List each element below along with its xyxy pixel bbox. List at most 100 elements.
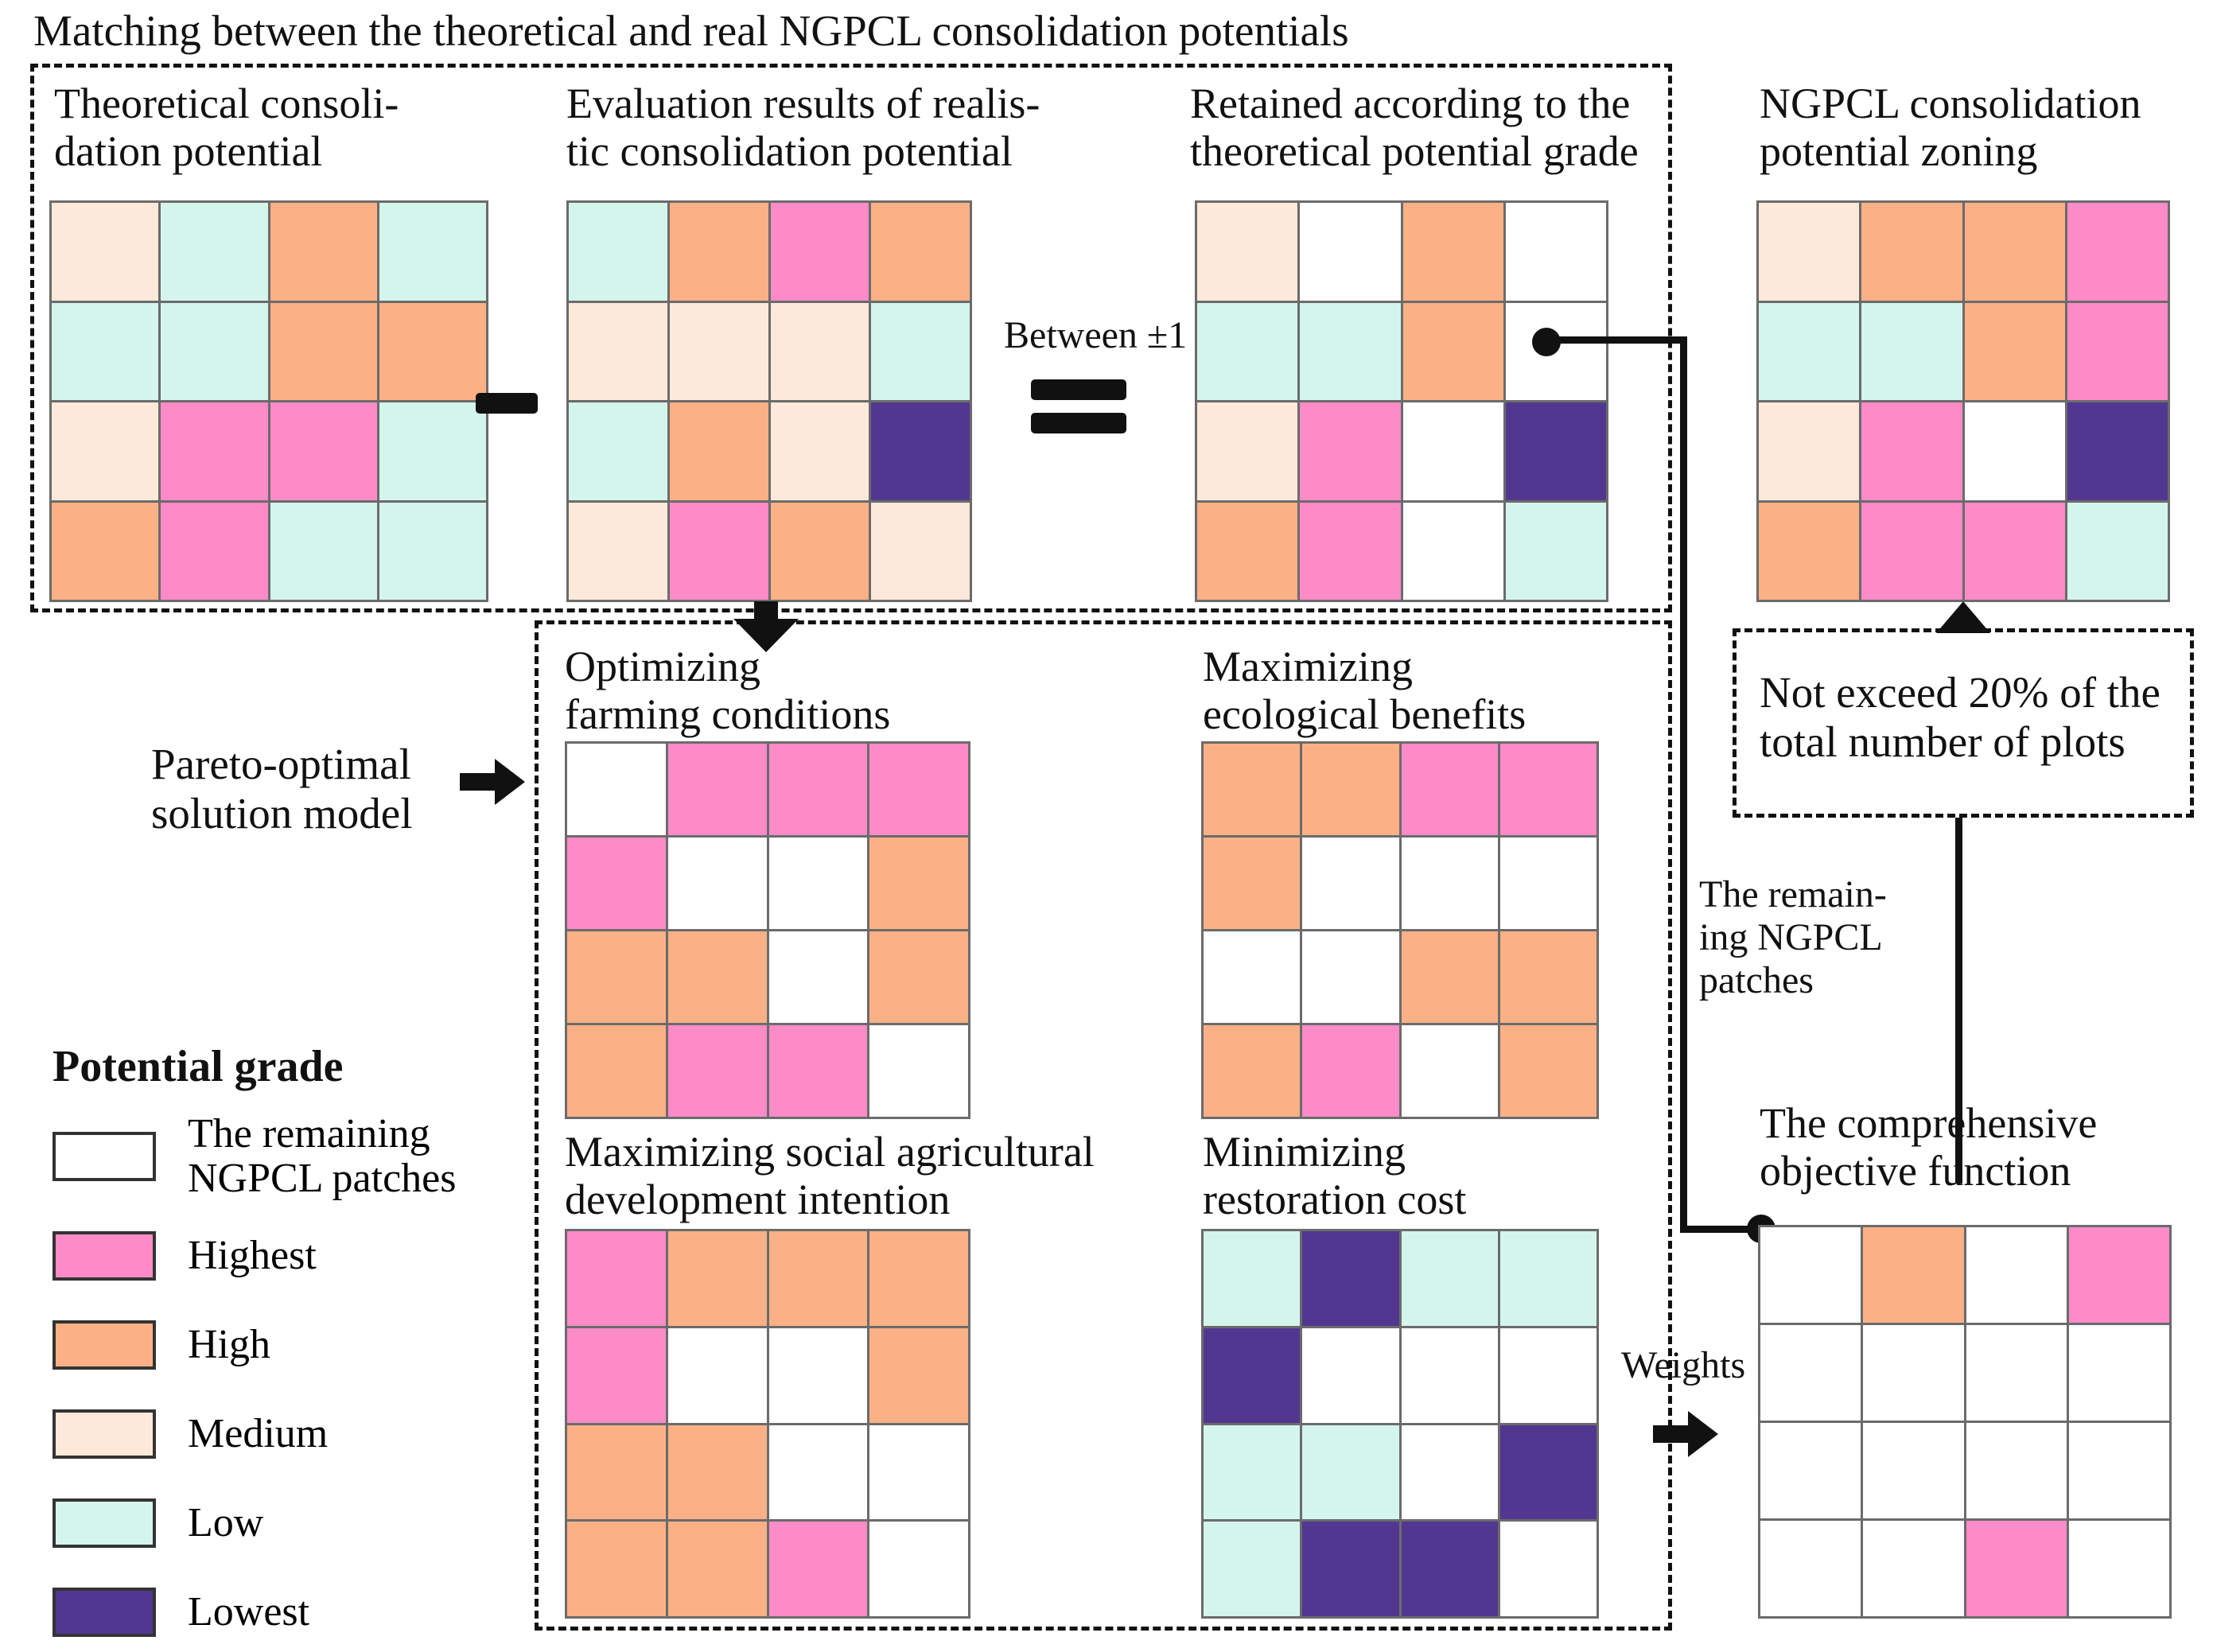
grid-cell — [768, 1025, 868, 1117]
grid-comprehensive-objective-function — [1758, 1225, 2172, 1619]
constraint-note-text: Not exceed 20% of the total number of pl… — [1760, 668, 2160, 766]
pareto-optimal-label: Pareto-optimal solution model — [151, 740, 413, 838]
grid-cell — [1204, 1327, 1301, 1423]
grid-cell — [2067, 502, 2168, 600]
grid-cell — [1966, 1227, 2067, 1323]
grid-cell — [667, 1522, 767, 1616]
connector-dot-retained — [1532, 328, 1561, 356]
grid-cell — [1302, 931, 1399, 1023]
grid-cell — [1760, 1521, 1861, 1616]
grid-cell — [379, 302, 486, 400]
grid-cell — [1966, 1325, 2067, 1421]
arrow-down-to-pareto-icon — [733, 601, 799, 652]
arrow-right-pareto-icon — [460, 759, 525, 805]
grid-cell — [768, 838, 868, 929]
grid-cell — [1204, 838, 1301, 929]
grid-cell — [161, 302, 268, 400]
grid-cell — [669, 402, 768, 500]
grid-optimizing-farming-conditions — [565, 741, 970, 1119]
grid-cell — [569, 402, 667, 500]
grid-cell — [667, 931, 767, 1023]
grid-cell — [1759, 402, 1860, 500]
grid-retained-by-theoretical-grade — [1195, 200, 1608, 602]
grid-cell — [1499, 1231, 1597, 1326]
grid-cell — [871, 402, 970, 500]
grid-cell — [1401, 931, 1498, 1023]
grid-cell — [2067, 302, 2168, 400]
grid-cell — [2068, 1521, 2169, 1616]
grid-minimizing-restoration-cost — [1201, 1229, 1599, 1619]
grid-cell — [1499, 1425, 1597, 1520]
grid-cell — [1966, 1423, 2067, 1518]
grid-cell — [1760, 1325, 1861, 1421]
panel-title-social: Maximizing social agricultural developme… — [565, 1128, 1095, 1224]
grid-cell — [1401, 838, 1498, 929]
grid-cell — [770, 203, 869, 301]
legend-item: The remaining NGPCL patches — [53, 1111, 456, 1201]
grid-cell — [667, 838, 767, 929]
grid-cell — [1861, 402, 1962, 500]
grid-cell — [1302, 744, 1399, 835]
grid-cell — [667, 1231, 767, 1326]
grid-cell — [161, 502, 268, 600]
connector-line-to-objective — [1680, 1226, 1760, 1233]
panel-title-restoration: Minimizing restoration cost — [1203, 1128, 1467, 1224]
grid-cell — [768, 1327, 868, 1423]
grid-cell — [569, 302, 667, 400]
grid-cell — [567, 931, 666, 1023]
grid-cell — [1402, 302, 1503, 400]
grid-cell — [1302, 1425, 1399, 1520]
grid-cell — [567, 744, 666, 835]
remaining-patches-label: The remain- ing NGPCL patches — [1699, 873, 1887, 1001]
grid-cell — [569, 502, 667, 600]
grid-cell — [869, 1522, 968, 1616]
grid-cell — [1197, 402, 1298, 500]
grid-cell — [270, 402, 377, 500]
panel-title-farming: Optimizing farming conditions — [565, 643, 891, 739]
grid-cell — [1197, 502, 1298, 600]
grid-cell — [567, 838, 666, 929]
connector-line-retained-horizontal — [1559, 336, 1686, 344]
grid-cell — [567, 1231, 666, 1326]
legend-swatch-high — [53, 1320, 156, 1370]
grid-cell — [869, 1231, 968, 1326]
grid-cell — [1401, 1327, 1498, 1423]
grid-cell — [869, 838, 968, 929]
grid-cell — [1402, 502, 1503, 600]
grid-cell — [1197, 203, 1298, 301]
grid-cell — [1302, 1025, 1399, 1117]
grid-cell — [1499, 744, 1597, 835]
grid-cell — [768, 1425, 868, 1520]
grid-cell — [1863, 1325, 1964, 1421]
grid-cell — [270, 502, 377, 600]
grid-cell — [869, 931, 968, 1023]
panel-title-objective: The comprehensive objective function — [1760, 1099, 2098, 1195]
grid-cell — [2067, 203, 2168, 301]
between-plus-minus-one-label: Between ±1 — [1004, 314, 1188, 356]
grid-cell — [667, 1327, 767, 1423]
grid-cell — [1964, 302, 2065, 400]
grid-cell — [1302, 1231, 1399, 1326]
grid-cell — [669, 203, 768, 301]
equals-operator-bar-top — [1031, 379, 1126, 400]
legend-title: Potential grade — [53, 1042, 344, 1091]
grid-cell — [270, 203, 377, 301]
grid-cell — [1300, 203, 1401, 301]
grid-cell — [567, 1327, 666, 1423]
grid-cell — [52, 302, 159, 400]
figure-top-caption: Matching between the theoretical and rea… — [33, 6, 1349, 55]
grid-cell — [1204, 1025, 1301, 1117]
legend-item: Highest — [53, 1231, 317, 1281]
minus-operator-icon — [476, 393, 538, 414]
constraint-line-vertical — [1955, 818, 1962, 1184]
grid-cell — [161, 203, 268, 301]
grid-cell — [2068, 1325, 2169, 1421]
grid-cell — [869, 1025, 968, 1117]
grid-cell — [1505, 203, 1606, 301]
grid-cell — [1302, 838, 1399, 929]
grid-cell — [379, 203, 486, 301]
grid-cell — [1300, 402, 1401, 500]
grid-cell — [768, 744, 868, 835]
grid-cell — [1759, 203, 1860, 301]
